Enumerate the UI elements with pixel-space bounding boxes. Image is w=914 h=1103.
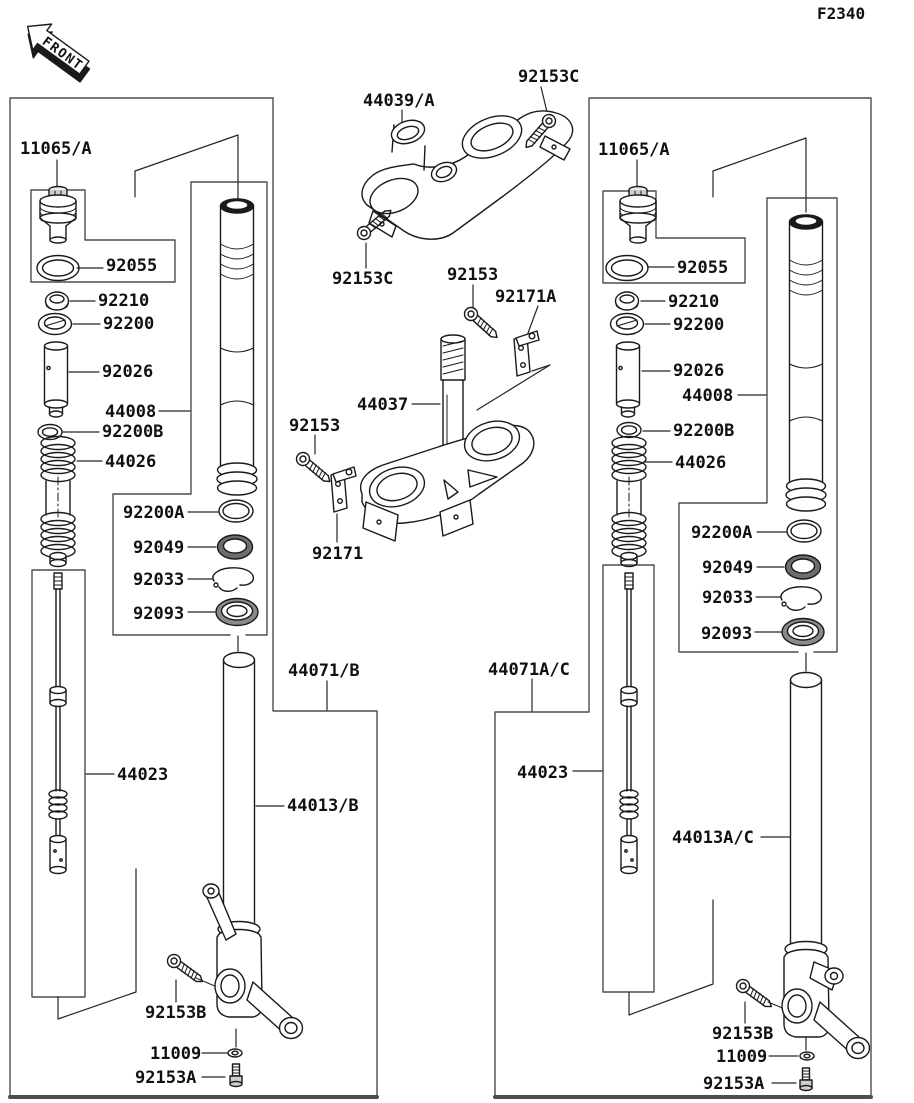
callout-right-bolt-a: 92153A: [703, 1074, 765, 1094]
callout-right-inner-pipe: 44008: [682, 386, 734, 406]
callout-right-piston-rod: 44023: [517, 763, 569, 783]
callout-right-oring-b: 92200B: [673, 421, 735, 441]
right-fork-cap-drawing: [619, 185, 657, 244]
callout-left-oring-b: 92200B: [102, 422, 164, 442]
callout-right-bolt-b: 92153B: [712, 1024, 774, 1044]
callout-left-snap-ring: 92033: [133, 570, 185, 590]
callout-left-oil-seal: 92049: [133, 538, 185, 558]
callout-right-dust-seal: 92093: [701, 624, 753, 644]
callout-left-dust-seal: 92093: [133, 604, 185, 624]
callout-left-piston-rod: 44023: [117, 765, 169, 785]
callout-left-outer-pipe: 44013/B: [287, 796, 359, 816]
callout-left-spring: 44026: [105, 452, 157, 472]
callout-upper-holder: 44039/A: [363, 91, 435, 111]
callout-right-oil-seal: 92049: [702, 558, 754, 578]
callout-right-spring: 44026: [675, 453, 727, 473]
right-fork-parts: [605, 185, 871, 1092]
left-fork-cap-drawing: [39, 185, 77, 244]
group-boxes: [8, 97, 873, 1099]
callout-right-ring-a: 92200A: [691, 523, 753, 543]
left-inner-tube-drawing: [216, 198, 258, 496]
callout-right-small-washer: 11009: [716, 1047, 768, 1067]
callout-steering-stem: 44037: [357, 395, 409, 415]
callout-right-cap-oring: 92055: [677, 258, 729, 278]
callout-clamp: 92171: [312, 544, 364, 564]
callout-bolt-upper: 92153: [447, 265, 499, 285]
callout-bolt-c-lower: 92153C: [332, 269, 394, 289]
callout-left-inner-pipe: 44008: [105, 402, 157, 422]
right-inner-tube-drawing: [785, 214, 827, 512]
right-outer-tube-drawing: [781, 671, 871, 1060]
callout-left-fork-assembly: 44071/B: [288, 661, 360, 681]
callout-left-cylinder: 92026: [102, 362, 154, 382]
callout-right-nut: 92210: [668, 292, 720, 312]
callout-left-bolt-a: 92153A: [135, 1068, 197, 1088]
callout-right-fork-assembly: 44071A/C: [488, 660, 570, 680]
callout-left-fork-cap: 11065/A: [20, 139, 92, 159]
callout-right-cylinder: 92026: [673, 361, 725, 381]
callout-bolt-c-upper: 92153C: [518, 67, 580, 87]
callout-left-bolt-b: 92153B: [145, 1003, 207, 1023]
callout-left-nut: 92210: [98, 291, 150, 311]
callout-left-cap-oring: 92055: [106, 256, 158, 276]
callout-right-outer-pipe: 44013A/C: [672, 828, 754, 848]
callout-left-ring-a: 92200A: [123, 503, 185, 523]
callout-left-washer: 92200: [103, 314, 155, 334]
figure-code: F2340: [817, 4, 866, 23]
callout-right-fork-cap: 11065/A: [598, 140, 670, 160]
steering-stem-drawing: [293, 304, 540, 542]
leader-lines: [56, 86, 807, 1084]
front-arrow: FRONT: [26, 23, 91, 83]
callout-left-small-washer: 11009: [150, 1044, 202, 1064]
callout-right-snap-ring: 92033: [702, 588, 754, 608]
upper-fork-holder-drawing: [354, 110, 574, 243]
callout-right-washer: 92200: [673, 315, 725, 335]
left-fork-parts: [36, 185, 304, 1088]
callout-clamp-a: 92171A: [495, 287, 557, 307]
callout-bolt-lower: 92153: [289, 416, 341, 436]
